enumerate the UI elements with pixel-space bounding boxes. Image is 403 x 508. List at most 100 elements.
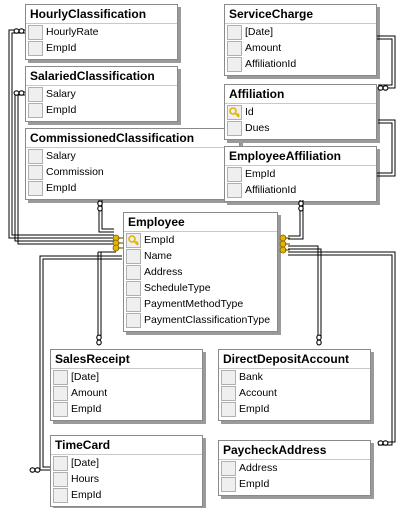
column-name: Amount (71, 387, 108, 399)
column-name: Id (245, 106, 254, 118)
column-row[interactable]: EmpId (225, 166, 376, 182)
row-selector-icon (221, 401, 236, 417)
column-name: Dues (245, 122, 270, 134)
column-name: EmpId (46, 182, 77, 194)
column-row[interactable]: [Date] (51, 455, 202, 471)
column-row[interactable]: Salary (26, 148, 239, 164)
table-title: CommissionedClassification (26, 129, 239, 148)
table-title: SalariedClassification (26, 67, 177, 86)
column-name: PaymentMethodType (144, 298, 244, 310)
column-row[interactable]: AffiliationId (225, 56, 376, 72)
column-row[interactable]: Commission (26, 164, 239, 180)
table-title: Affiliation (225, 85, 376, 104)
column-row[interactable]: HourlyRate (26, 24, 177, 40)
column-name: Address (239, 462, 278, 474)
table-title: TimeCard (51, 436, 202, 455)
column-name: EmpId (245, 168, 276, 180)
column-row[interactable]: PaymentClassificationType (124, 312, 277, 328)
column-row[interactable]: Address (219, 460, 370, 476)
row-selector-icon (126, 296, 141, 312)
column-row[interactable]: Dues (225, 120, 376, 136)
column-name: ScheduleType (144, 282, 211, 294)
rel-servicecharge-affiliation (377, 35, 396, 89)
column-row[interactable]: Hours (51, 471, 202, 487)
column-name: Account (239, 387, 277, 399)
rel-commissioned-employee (101, 200, 114, 230)
table-title: PaycheckAddress (219, 441, 370, 460)
key-end-icon (279, 240, 290, 248)
row-selector-icon (126, 248, 141, 264)
table-title: DirectDepositAccount (219, 350, 370, 369)
column-row[interactable]: Name (124, 248, 277, 264)
column-row[interactable]: Bank (219, 369, 370, 385)
column-row[interactable]: Account (219, 385, 370, 401)
column-name: Address (144, 266, 183, 278)
row-selector-icon (227, 166, 242, 182)
many-end-icon (97, 200, 103, 212)
column-name: [Date] (245, 26, 274, 38)
column-row[interactable]: AffiliationId (225, 182, 376, 198)
column-row[interactable]: Amount (225, 40, 376, 56)
column-name: EmpId (46, 42, 77, 54)
row-selector-icon (28, 102, 43, 118)
rel-empaffiliation-affiliation (377, 122, 393, 174)
many-end-icon (377, 440, 389, 446)
row-selector-icon (28, 180, 43, 196)
row-selector-icon (28, 164, 43, 180)
row-selector-icon (28, 40, 43, 56)
column-name: [Date] (71, 371, 100, 383)
many-end-icon (316, 334, 322, 346)
many-end-icon (96, 334, 102, 346)
many-end-icon (377, 85, 389, 91)
row-selector-icon (126, 312, 141, 328)
column-name: EmpId (71, 489, 102, 501)
column-name: EmpId (144, 234, 175, 246)
column-row[interactable]: Salary (26, 86, 177, 102)
column-row[interactable]: Id (225, 104, 376, 120)
row-selector-icon (221, 460, 236, 476)
row-selector-icon (221, 476, 236, 492)
column-row[interactable]: PaymentMethodType (124, 296, 277, 312)
column-row[interactable]: [Date] (51, 369, 202, 385)
rel-employee-affiliation (288, 200, 304, 240)
key-end-icon (279, 234, 290, 242)
many-end-icon (13, 28, 25, 34)
column-row[interactable]: [Date] (225, 24, 376, 40)
row-selector-icon (227, 24, 242, 40)
column-row[interactable]: EmpId (124, 232, 277, 248)
many-end-icon (29, 467, 41, 473)
table-title: EmployeeAffiliation (225, 147, 376, 166)
column-row[interactable]: Amount (51, 385, 202, 401)
column-name: HourlyRate (46, 26, 99, 38)
column-row[interactable]: EmpId (51, 401, 202, 417)
row-selector-icon (53, 471, 68, 487)
column-row[interactable]: EmpId (219, 401, 370, 417)
column-row[interactable]: EmpId (26, 102, 177, 118)
table-title: ServiceCharge (225, 5, 376, 24)
table-title: Employee (124, 213, 277, 232)
table-title: SalesReceipt (51, 350, 202, 369)
row-selector-icon (28, 148, 43, 164)
column-row[interactable]: EmpId (26, 40, 177, 56)
column-row[interactable]: Address (124, 264, 277, 280)
column-name: [Date] (71, 457, 100, 469)
column-row[interactable]: EmpId (51, 487, 202, 503)
row-selector-icon (53, 455, 68, 471)
column-row[interactable]: ScheduleType (124, 280, 277, 296)
row-selector-icon (227, 40, 242, 56)
column-row[interactable]: EmpId (26, 180, 239, 196)
row-selector-icon (126, 264, 141, 280)
column-row[interactable]: EmpId (219, 476, 370, 492)
